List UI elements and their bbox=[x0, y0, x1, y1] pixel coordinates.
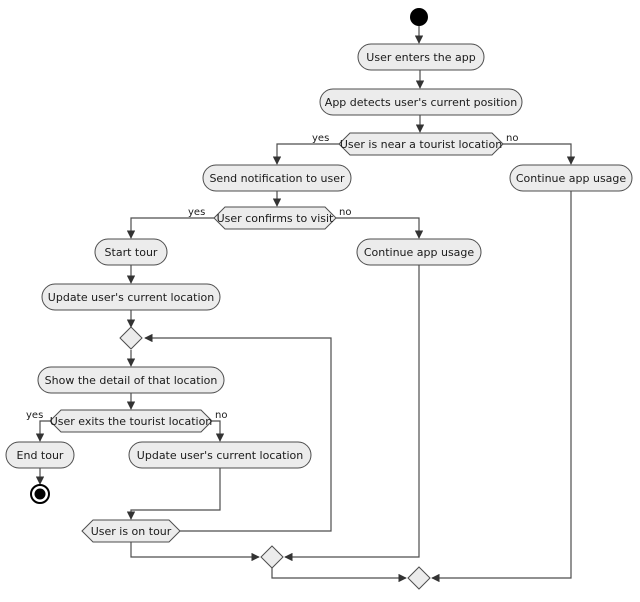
action-update-location-first[interactable]: Update user's current location bbox=[41, 283, 221, 311]
merge-node-lower bbox=[260, 545, 284, 569]
edge-on-tour-loopback bbox=[144, 333, 332, 532]
guard-near-location-no: no bbox=[506, 133, 518, 144]
guard-exits-location-yes: yes bbox=[26, 410, 43, 421]
edge-exits-location-no bbox=[212, 420, 225, 442]
action-end-tour[interactable]: End tour bbox=[5, 441, 75, 469]
decision-user-is-on-tour[interactable]: User is on tour bbox=[81, 519, 181, 543]
merge-node-final bbox=[407, 566, 431, 590]
decision-near-location-label: User is near a tourist location bbox=[340, 138, 502, 151]
action-continue-app-usage-right-label: Continue app usage bbox=[516, 172, 627, 185]
edge-on-tour-to-merge-lower bbox=[130, 542, 260, 562]
guard-exits-location-no: no bbox=[215, 410, 227, 421]
action-start-tour[interactable]: Start tour bbox=[94, 238, 168, 266]
edge-confirms-visit-yes bbox=[126, 217, 214, 239]
action-user-enters-the-app-label: User enters the app bbox=[366, 51, 475, 64]
action-send-notification-to-user[interactable]: Send notification to user bbox=[202, 164, 352, 192]
node-layer: User enters the app App detects user's c… bbox=[5, 8, 633, 590]
guard-confirms-visit-no: no bbox=[339, 207, 351, 218]
decision-user-is-near-a-tourist-location[interactable]: User is near a tourist location bbox=[338, 132, 504, 156]
edge-layer bbox=[35, 26, 576, 583]
action-end-tour-label: End tour bbox=[17, 449, 64, 462]
action-update-location-second-label: Update user's current location bbox=[137, 449, 303, 462]
edge-continue-right-to-merge-final bbox=[431, 191, 572, 583]
decision-on-tour-label: User is on tour bbox=[91, 525, 172, 538]
action-continue-app-usage-middle[interactable]: Continue app usage bbox=[356, 238, 482, 266]
edge-near-location-yes bbox=[272, 143, 339, 165]
decision-confirms-visit-label: User confirms to visit bbox=[217, 212, 334, 225]
action-send-notification-label: Send notification to user bbox=[209, 172, 345, 185]
edge-continue-middle-to-merge-lower bbox=[284, 265, 420, 562]
decision-exits-location-label: User exits the tourist location bbox=[50, 415, 213, 428]
initial-node bbox=[410, 8, 428, 26]
edge-near-location-no bbox=[503, 143, 576, 165]
action-show-detail-of-location[interactable]: Show the detail of that location bbox=[37, 366, 225, 394]
decision-user-confirms-to-visit[interactable]: User confirms to visit bbox=[213, 206, 337, 230]
action-update-location-second[interactable]: Update user's current location bbox=[128, 441, 312, 469]
action-user-enters-the-app[interactable]: User enters the app bbox=[357, 43, 485, 71]
final-node bbox=[30, 484, 50, 504]
guard-near-location-yes: yes bbox=[312, 133, 329, 144]
edge-confirms-visit-no bbox=[336, 217, 424, 239]
action-app-detects-position[interactable]: App detects user's current position bbox=[319, 88, 523, 116]
decision-user-exits-the-tourist-location[interactable]: User exits the tourist location bbox=[49, 409, 213, 433]
action-show-detail-label: Show the detail of that location bbox=[45, 374, 218, 387]
guard-confirms-visit-yes: yes bbox=[188, 207, 205, 218]
edge-exits-location-yes bbox=[35, 420, 50, 442]
merge-node-tour-loop bbox=[119, 326, 143, 350]
edge-merge-lower-to-merge-final bbox=[271, 568, 407, 583]
action-update-location-first-label: Update user's current location bbox=[48, 291, 214, 304]
action-continue-app-usage-middle-label: Continue app usage bbox=[364, 246, 475, 259]
action-continue-app-usage-right[interactable]: Continue app usage bbox=[509, 164, 633, 192]
action-start-tour-label: Start tour bbox=[105, 246, 158, 259]
edge-update-location-2-to-on-tour bbox=[126, 468, 221, 520]
action-app-detects-position-label: App detects user's current position bbox=[325, 96, 517, 109]
